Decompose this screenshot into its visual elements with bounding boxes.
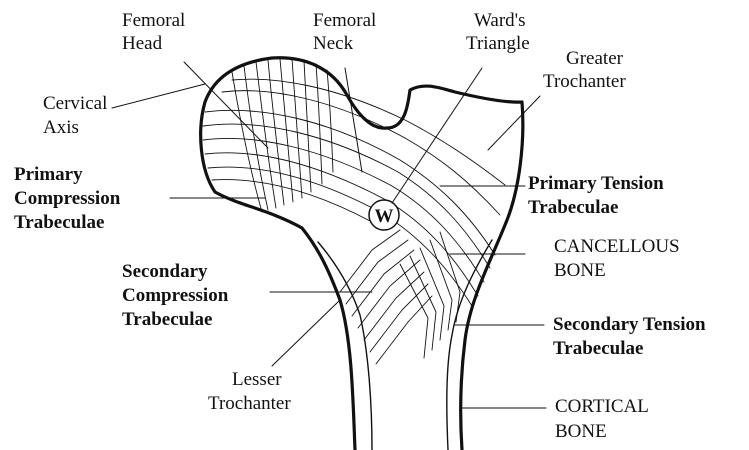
label-lesser-trochanter-2: Trochanter	[208, 393, 291, 414]
label-cervical-axis-1: Cervical	[43, 93, 107, 114]
label-cervical-axis-2: Axis	[43, 117, 79, 138]
label-cortical-2: BONE	[555, 421, 607, 442]
leader-femoral-neck	[345, 68, 362, 172]
label-secondary-tension-2: Trabeculae	[553, 338, 643, 359]
label-greater-trochanter-2: Trochanter	[543, 71, 626, 92]
label-primary-compression-1: Primary	[14, 164, 83, 185]
label-secondary-compression-2: Compression	[122, 285, 229, 306]
label-primary-tension-2: Trabeculae	[528, 197, 618, 218]
label-wards-triangle-2: Triangle	[466, 33, 530, 54]
label-lesser-trochanter-1: Lesser	[232, 369, 282, 390]
leader-lesser-trochanter	[272, 300, 340, 366]
inner-medial-cortex	[318, 242, 372, 450]
label-primary-compression-3: Trabeculae	[14, 212, 104, 233]
label-greater-trochanter-1: Greater	[566, 48, 624, 69]
label-primary-compression-2: Compression	[14, 188, 121, 209]
labels: Femoral Head Femoral Neck Ward's Triangl…	[14, 10, 706, 442]
label-cortical-1: CORTICAL	[555, 396, 649, 417]
label-primary-tension-1: Primary Tension	[528, 173, 664, 194]
label-secondary-compression-1: Secondary	[122, 261, 208, 282]
label-femoral-neck-1: Femoral	[313, 10, 376, 31]
label-secondary-compression-3: Trabeculae	[122, 309, 212, 330]
label-femoral-neck-2: Neck	[313, 33, 354, 54]
label-secondary-tension-1: Secondary Tension	[553, 314, 706, 335]
wards-triangle-marker: W	[369, 200, 399, 230]
wards-marker-text: W	[375, 206, 394, 227]
label-cancellous-2: BONE	[554, 260, 606, 281]
label-femoral-head-2: Head	[122, 33, 163, 54]
label-wards-triangle-1: Ward's	[474, 10, 526, 31]
label-femoral-head-1: Femoral	[122, 10, 185, 31]
label-cancellous-1: CANCELLOUS	[554, 236, 680, 257]
leader-cervical-axis	[112, 84, 205, 108]
leader-greater-trochanter	[488, 96, 540, 150]
